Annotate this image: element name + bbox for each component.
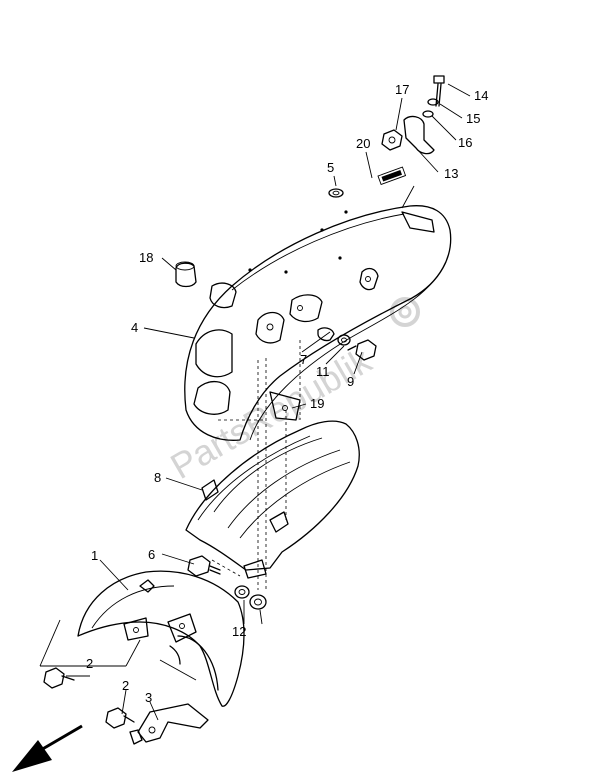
callout-11: 11	[316, 364, 330, 379]
watermark: PartsRepublik	[164, 297, 420, 487]
callout-19: 19	[310, 396, 324, 411]
callouts: 1 2 2 3 4 5 6 7 8 9 11 12 13 14 15 16 17…	[86, 82, 488, 705]
alignment-lines	[39, 619, 197, 681]
callout-16: 16	[458, 135, 472, 150]
collar	[234, 585, 250, 599]
collar	[249, 594, 267, 610]
callout-20: 20	[356, 136, 370, 151]
callout-9: 9	[347, 374, 354, 389]
washer	[422, 110, 434, 118]
bracket	[269, 391, 301, 421]
callout-8: 8	[154, 470, 161, 485]
grommet	[175, 261, 197, 288]
callout-5: 5	[327, 160, 334, 175]
bolt	[433, 75, 445, 107]
flange-bolt	[187, 555, 221, 577]
leader-lines	[66, 83, 471, 721]
alignment-lines	[211, 340, 301, 592]
callout-2: 2	[122, 678, 129, 693]
callout-6: 6	[148, 547, 155, 562]
washer	[427, 98, 439, 106]
tail-light-bracket	[403, 115, 435, 155]
callout-4: 4	[131, 320, 138, 335]
bolt	[43, 667, 75, 689]
nut	[381, 129, 403, 151]
callout-14: 14	[474, 88, 488, 103]
watermark-gear-icon	[390, 297, 420, 327]
decal-label	[377, 166, 407, 186]
hose-holder	[129, 703, 209, 745]
callout-15: 15	[466, 111, 480, 126]
front-fender	[77, 570, 245, 707]
callout-3: 3	[145, 690, 152, 705]
callout-1: 1	[91, 548, 98, 563]
callout-13: 13	[444, 166, 458, 181]
washer	[328, 188, 344, 198]
callout-12: 12	[232, 624, 246, 639]
washer	[337, 334, 351, 346]
inner-fender	[185, 420, 360, 579]
collar	[317, 327, 335, 342]
flange-bolt	[347, 339, 377, 361]
bolt	[105, 707, 135, 729]
callout-2: 2	[86, 656, 93, 671]
callout-7: 7	[300, 352, 307, 367]
callout-17: 17	[395, 82, 409, 97]
callout-18: 18	[139, 250, 153, 265]
front-direction-arrow-icon	[12, 724, 83, 772]
